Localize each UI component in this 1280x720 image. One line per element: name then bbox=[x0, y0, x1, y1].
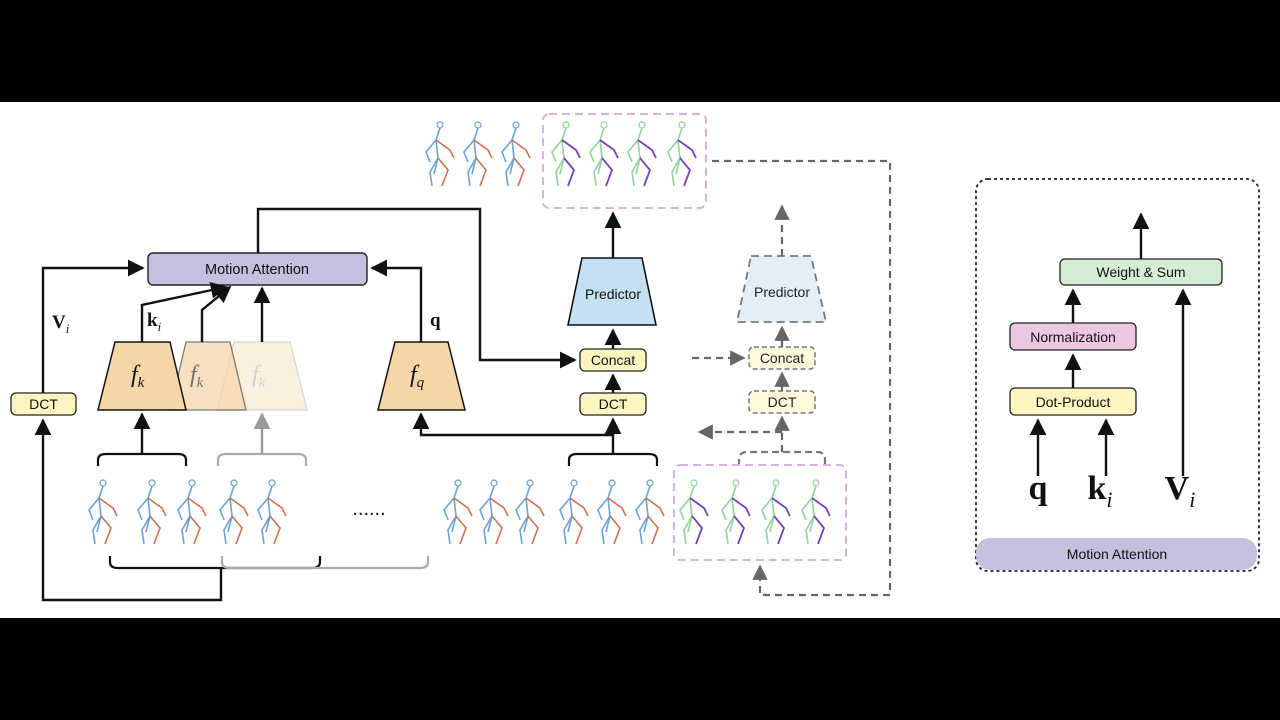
future-dct-label: DCT bbox=[768, 394, 797, 410]
query-label: q bbox=[430, 310, 441, 331]
dct-block: DCT bbox=[579, 392, 647, 416]
panel-key-symbol: ki bbox=[1087, 470, 1112, 512]
weight-sum-label: Weight & Sum bbox=[1096, 264, 1185, 280]
history-sequence: ...... bbox=[88, 464, 847, 561]
normalization-label: Normalization bbox=[1030, 329, 1116, 345]
svg-text:fk: fk bbox=[190, 362, 204, 391]
future-window-box bbox=[673, 464, 847, 561]
predictor-block: Predictor bbox=[567, 257, 657, 326]
svg-text:fk: fk bbox=[131, 362, 145, 391]
motion-attention-label: Motion Attention bbox=[205, 262, 309, 278]
predicted-future-box bbox=[542, 113, 707, 209]
query-encoder: fq bbox=[377, 341, 466, 411]
panel-caption-label: Motion Attention bbox=[1067, 546, 1167, 562]
dct-label: DCT bbox=[599, 396, 628, 412]
attention-arrows bbox=[41, 207, 577, 393]
weight-sum-block: Weight & Sum bbox=[1059, 258, 1223, 286]
values-label: Vi bbox=[52, 312, 70, 336]
dct-values-label: DCT bbox=[29, 396, 58, 412]
dot-product-label: Dot-Product bbox=[1036, 394, 1111, 410]
keys-label: ki bbox=[147, 310, 162, 334]
key-encoder-1: fk bbox=[97, 341, 187, 411]
panel-arrows bbox=[1029, 212, 1192, 476]
panel-value-symbol: Vi bbox=[1165, 470, 1196, 512]
concat-block: Concat bbox=[579, 348, 647, 372]
panel-query-symbol: q bbox=[1029, 470, 1048, 507]
future-predictor-block: Predictor bbox=[735, 255, 828, 323]
predictor-label: Predictor bbox=[585, 286, 641, 302]
future-predictor-label: Predictor bbox=[754, 284, 810, 300]
ellipsis: ...... bbox=[352, 498, 385, 520]
dct-values-block: DCT bbox=[10, 392, 77, 416]
dot-product-block: Dot-Product bbox=[1009, 387, 1137, 416]
future-arrows bbox=[692, 159, 892, 597]
motion-attention-block: Motion Attention bbox=[147, 252, 368, 286]
svg-text:fq: fq bbox=[410, 362, 425, 391]
motion-attention-detail-panel: Weight & Sum Normalization Dot-Product q… bbox=[975, 178, 1260, 572]
output-sequence bbox=[425, 113, 707, 209]
concat-label: Concat bbox=[591, 352, 635, 368]
svg-text:fk: fk bbox=[252, 362, 266, 391]
future-dct-block: DCT bbox=[748, 390, 816, 414]
future-concat-block: Concat bbox=[748, 346, 816, 370]
window-brackets bbox=[96, 450, 827, 570]
future-concat-label: Concat bbox=[760, 350, 804, 366]
panel-caption: Motion Attention bbox=[976, 538, 1257, 570]
normalization-block: Normalization bbox=[1009, 322, 1137, 351]
history-arrows bbox=[34, 412, 615, 602]
